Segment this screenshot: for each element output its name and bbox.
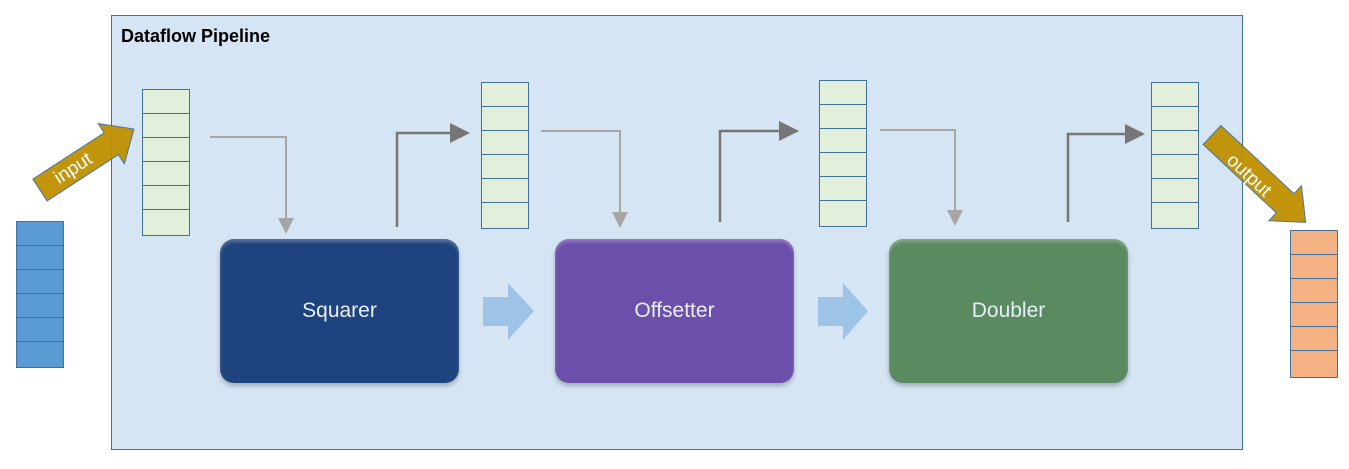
input-buffer-queue (142, 89, 190, 236)
offsetter-label: Offsetter (634, 299, 715, 322)
enqueue-arrow-offsetter (718, 121, 799, 222)
offsetter-output-queue (819, 80, 867, 227)
enqueue-arrow-doubler (1066, 124, 1145, 222)
doubler-output-queue (1151, 82, 1199, 229)
dequeue-arrow-doubler (880, 129, 963, 226)
squarer-label: Squarer (302, 299, 377, 322)
input-data-stack (16, 221, 64, 368)
doubler-stage: Doubler (889, 239, 1128, 383)
dequeue-arrow-offsetter (541, 130, 628, 228)
dequeue-arrow-squarer (210, 136, 294, 234)
input-arrow (32, 122, 135, 202)
enqueue-arrow-squarer (395, 123, 470, 227)
flow-arrow-1 (483, 283, 534, 340)
squarer-output-queue (481, 82, 529, 229)
squarer-stage: Squarer (220, 239, 459, 383)
flow-arrow-2 (818, 283, 868, 340)
doubler-label: Doubler (971, 299, 1046, 322)
output-data-stack (1290, 230, 1338, 378)
output-arrow (1202, 124, 1307, 223)
pipeline-title: Dataflow Pipeline (121, 26, 271, 46)
offsetter-stage: Offsetter (555, 239, 794, 383)
